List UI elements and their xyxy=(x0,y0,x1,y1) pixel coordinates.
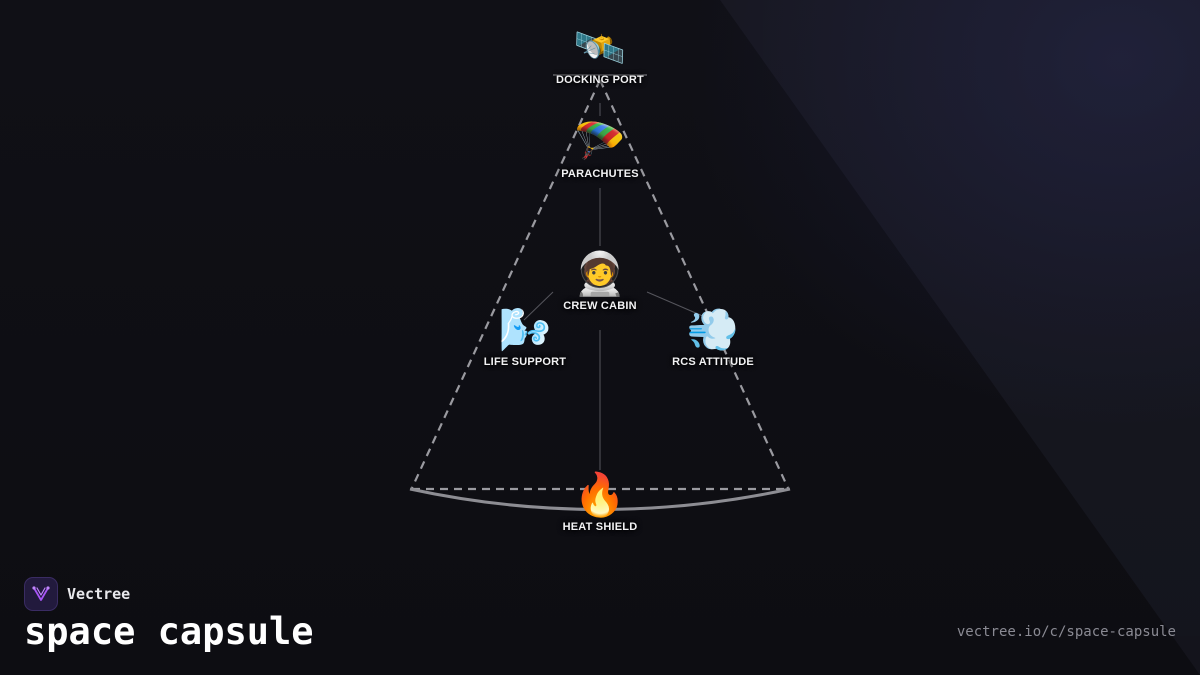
node-heat-shield[interactable]: 🔥 HEAT SHIELD xyxy=(520,471,680,533)
wind-face-icon: 🌬️ xyxy=(498,306,552,353)
diagram-url[interactable]: vectree.io/c/space-capsule xyxy=(956,624,1176,640)
node-parachutes[interactable]: 🪂 PARACHUTES xyxy=(520,118,680,180)
parachute-icon: 🪂 xyxy=(573,118,627,165)
satellite-icon: 🛰️ xyxy=(573,24,627,71)
edge-cabin-rcs xyxy=(646,291,713,321)
capsule-right-wall xyxy=(599,79,789,489)
node-label: LIFE SUPPORT xyxy=(483,356,567,368)
heat-shield-curve xyxy=(409,487,791,511)
node-crew-cabin[interactable]: 🧑‍🚀 CREW CABIN xyxy=(520,250,680,312)
capsule-left-wall xyxy=(411,79,601,489)
astronaut-icon: 🧑‍🚀 xyxy=(573,250,627,297)
vectree-logo-icon xyxy=(24,577,58,611)
node-life-support[interactable]: 🌬️ LIFE SUPPORT xyxy=(445,306,605,368)
node-label: PARACHUTES xyxy=(561,168,639,180)
edge-cabin-life-support xyxy=(523,291,554,321)
vectree-logo-mark xyxy=(32,586,50,601)
node-label: DOCKING PORT xyxy=(556,74,644,86)
diagram-title: space capsule xyxy=(24,610,314,653)
brand-name: Vectree xyxy=(67,585,131,603)
brand: Vectree xyxy=(24,577,130,611)
fire-icon: 🔥 xyxy=(573,471,627,518)
node-label: RCS ATTITUDE xyxy=(672,356,754,368)
node-label: HEAT SHIELD xyxy=(562,521,638,533)
node-label: CREW CABIN xyxy=(563,300,637,312)
node-docking-port[interactable]: 🛰️ DOCKING PORT xyxy=(520,24,680,86)
capsule-outline xyxy=(409,74,791,511)
connectors xyxy=(523,103,713,470)
dash-wind-icon: 💨 xyxy=(686,306,740,353)
node-rcs-attitude[interactable]: 💨 RCS ATTITUDE xyxy=(633,306,793,368)
